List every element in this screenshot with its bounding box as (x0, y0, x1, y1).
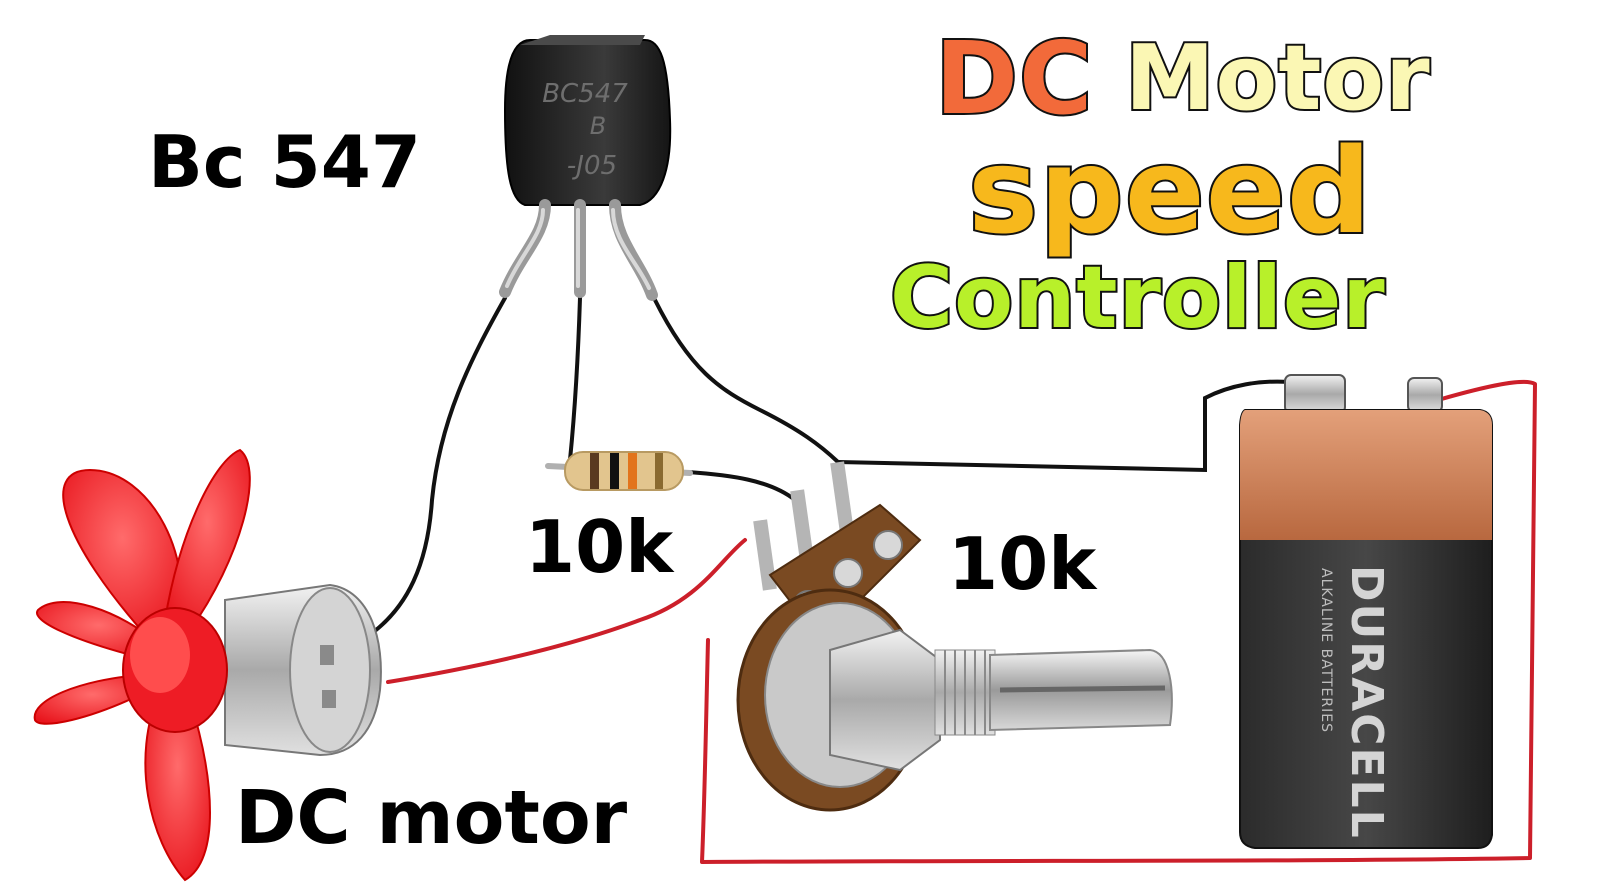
resistor-icon (545, 451, 693, 491)
svg-text:BC547: BC547 (542, 79, 628, 109)
title-word-dc: DC (933, 18, 1094, 139)
title-word-speed: speed (966, 120, 1373, 262)
wire-resistor-to-pot (686, 470, 797, 502)
transistor-icon: BC547 B -J05 (499, 35, 672, 301)
wire-base-to-resistor (568, 296, 582, 462)
fan-icon (33, 448, 251, 882)
title-word-controller: Controller (888, 246, 1387, 350)
svg-text:-J05: -J05 (567, 151, 617, 181)
potentiometer-label: 10k (948, 522, 1097, 606)
motor-label: DC motor (235, 775, 628, 861)
potentiometer-icon (736, 461, 1173, 812)
svg-text:B: B (590, 112, 606, 140)
resistor-label: 10k (525, 505, 674, 589)
motor-icon (224, 583, 382, 757)
svg-text:ALKALINE BATTERIES: ALKALINE BATTERIES (1318, 568, 1334, 733)
battery-icon: DURACELL ALKALINE BATTERIES (1239, 374, 1493, 849)
wire-pot-to-battery (836, 379, 1292, 473)
svg-text:DURACELL: DURACELL (1341, 565, 1392, 840)
wire-emitter-to-motor (360, 296, 507, 642)
black-wires (360, 296, 1292, 642)
transistor-label: Bc 547 (148, 120, 421, 204)
title-word-motor: Motor (1123, 24, 1432, 133)
wire-collector-to-pot (653, 298, 840, 464)
wire-motor-to-pot (386, 538, 747, 684)
red-wires (386, 379, 1537, 864)
wire-battery-loop (700, 379, 1537, 864)
